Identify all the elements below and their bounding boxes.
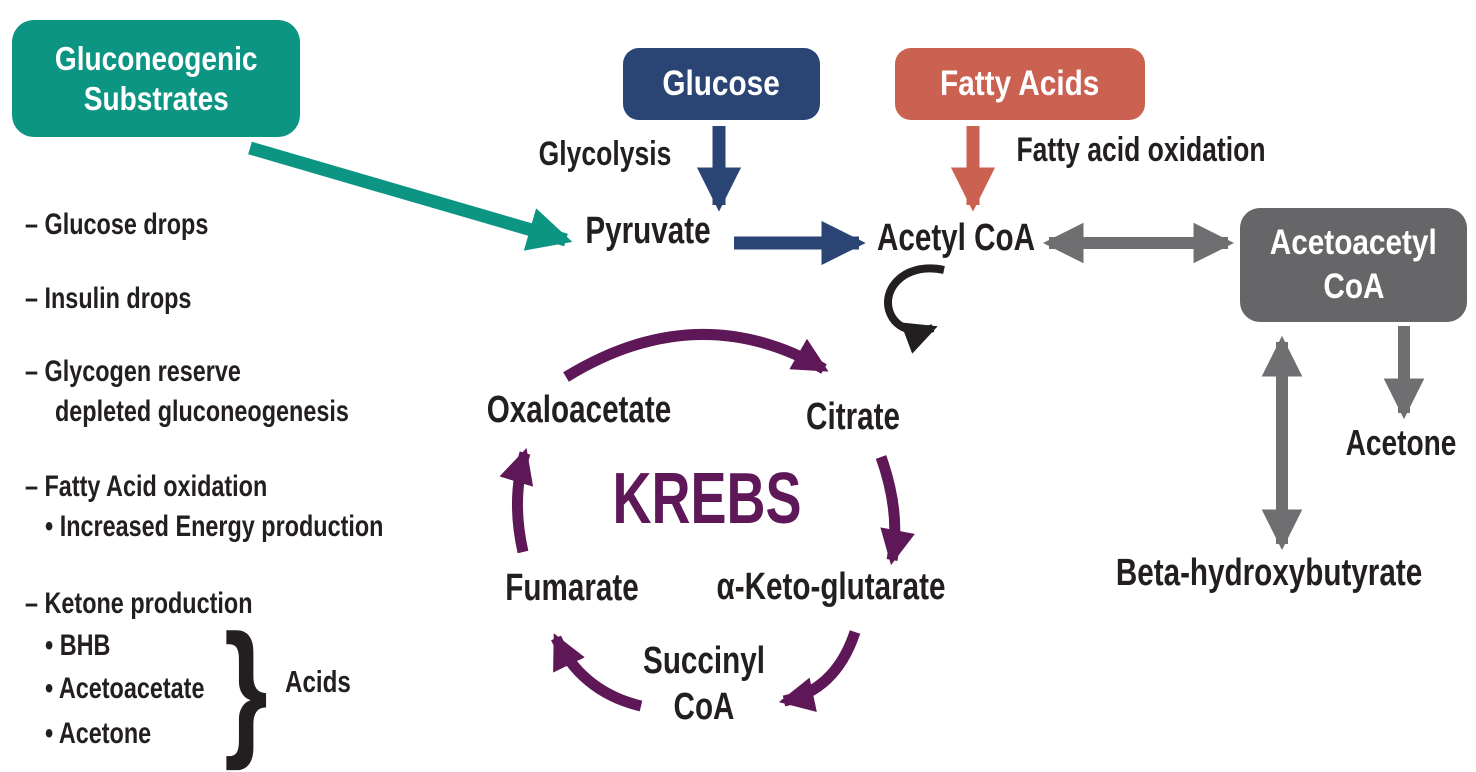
side-list-item-ketone-production: – Ketone production [25, 587, 253, 620]
glycolysis-label: Glycolysis [538, 135, 672, 173]
gluconeogenic-substrates-label-line1: Gluconeogenic [54, 39, 258, 77]
side-list-item-glycogen-reserve: – Glycogen reserve [25, 355, 241, 388]
acetoacetyl-coa-label-line2: CoA [1322, 267, 1385, 306]
fatty-acids-label: Fatty Acids [940, 64, 1100, 103]
oxaloacetate-label: Oxaloacetate [486, 389, 672, 431]
pyruvate-label: Pyruvate [585, 210, 711, 252]
gluconeogenic-substrates-box: Gluconeogenic Substrates [12, 20, 300, 137]
gluconeogenic-substrates-label-line2: Substrates [83, 79, 229, 117]
krebs-arc-citrate-ketoglutarate [875, 455, 915, 566]
acids-label: Acids [285, 664, 351, 699]
alpha-keto-glutarate-label: α-Keto-glutarate [716, 566, 946, 608]
fatty-acid-oxidation-label: Fatty acid oxidation [1016, 131, 1266, 169]
succinyl-coa-label-line1: Succinyl [643, 640, 765, 682]
side-list-item-depleted-gluconeogenesis: depleted gluconeogenesis [55, 395, 349, 428]
glucose-box: Glucose [623, 48, 820, 120]
acetoacetyl-coa-box: Acetoacetyl CoA [1240, 208, 1467, 322]
fumarate-label: Fumarate [505, 567, 639, 609]
side-list-item-acetone: • Acetone [45, 717, 152, 750]
acids-brace: } [224, 603, 268, 771]
krebs-title: KREBS [612, 459, 802, 539]
side-list-item-insulin-drops: – Insulin drops [25, 282, 192, 315]
citrate-label: Citrate [806, 396, 900, 438]
side-list-item-increased-energy: • Increased Energy production [45, 510, 384, 543]
side-list-item-fatty-acid-oxidation: – Fatty Acid oxidation [25, 470, 268, 503]
acetyl-coa-cycle-entry-arrow [884, 264, 945, 354]
glucose-label: Glucose [662, 64, 781, 103]
krebs-arc-succinyl-fumarate [551, 633, 643, 712]
succinyl-coa-label: Succinyl CoA [643, 639, 765, 730]
side-list-item-glucose-drops: – Glucose drops [25, 208, 209, 241]
acetoacetyl-coa-label-line1: Acetoacetyl [1269, 223, 1437, 263]
acetone-label: Acetone [1345, 422, 1457, 463]
side-list-item-acetoacetate: • Acetoacetate [45, 672, 205, 705]
krebs-arc-fumarate-oxaloacetate [499, 447, 534, 554]
krebs-arc-ketoglutarate-succinyl [778, 630, 861, 713]
beta-hydroxybutyrate-label: Beta-hydroxybutyrate [1115, 552, 1423, 594]
side-list-item-bhb: • BHB [45, 629, 111, 662]
succinyl-coa-label-line2: CoA [673, 685, 735, 728]
acetyl-coa-label: Acetyl CoA [876, 217, 1036, 259]
gluconeogenesis-arrow [248, 141, 573, 251]
krebs-arc-oxaloacetate-citrate [563, 328, 829, 382]
fatty-acids-box: Fatty Acids [895, 48, 1145, 120]
